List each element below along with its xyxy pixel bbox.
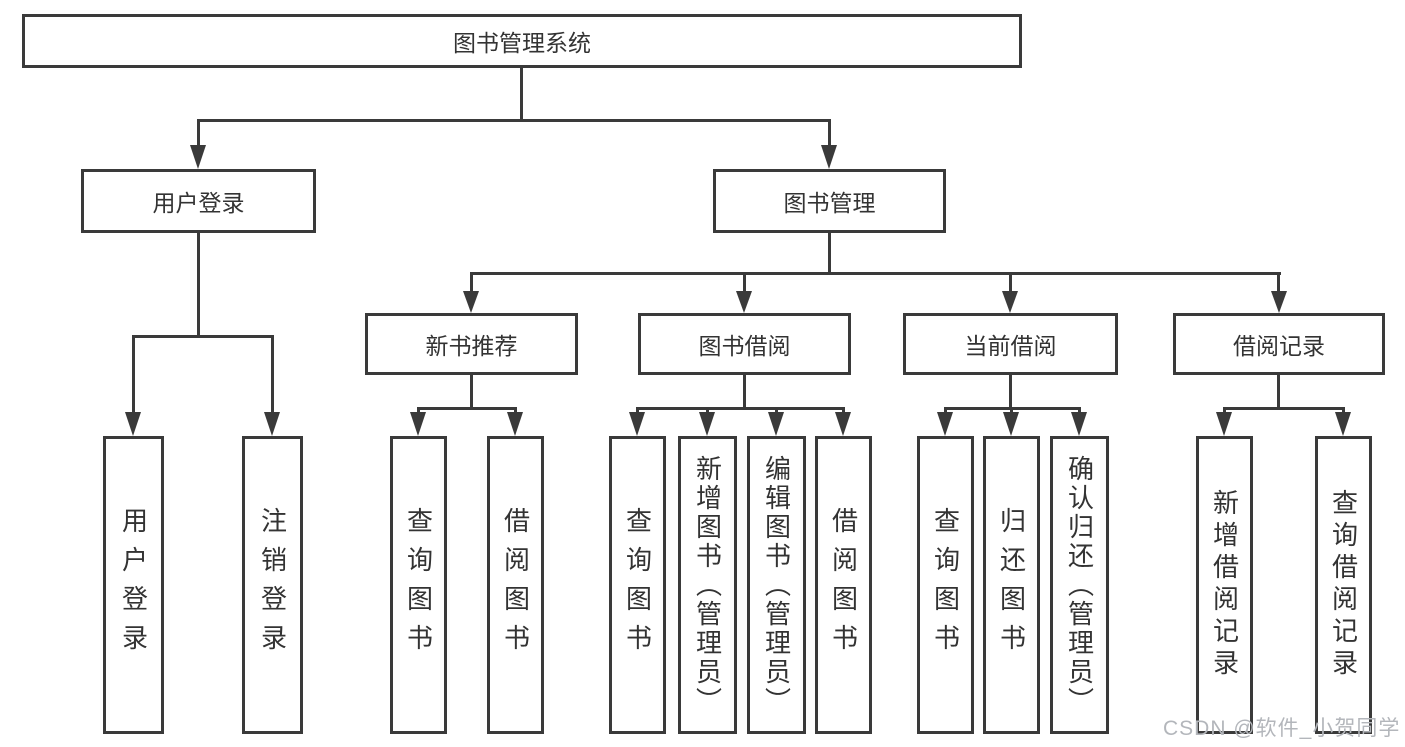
edge-drop <box>636 407 639 414</box>
arrowhead <box>1071 412 1087 436</box>
node-current-borrow: 当前借阅 <box>903 313 1118 375</box>
edge-new-book-stem <box>470 375 473 408</box>
edge-book-mgmt-stem <box>828 233 831 272</box>
edge-records-stem <box>1277 375 1280 408</box>
node-label: 新增图书（管理员） <box>692 454 723 716</box>
arrowhead <box>125 412 141 436</box>
node-label: 新书推荐 <box>425 333 518 359</box>
node-label: 注销登录 <box>257 507 288 663</box>
edge-drop <box>944 407 947 414</box>
node-label: 用户登录 <box>118 507 149 663</box>
edge-root-drop-right <box>828 119 831 146</box>
node-root-label: 图书管理系统 <box>453 30 591 56</box>
edge-root-rail <box>197 119 831 122</box>
node-label: 新增借阅记录 <box>1209 489 1240 681</box>
node-leaf-return-book: 归还图书 <box>983 436 1040 734</box>
node-label: 查询借阅记录 <box>1328 489 1359 681</box>
node-label: 图书借阅 <box>698 333 791 359</box>
edge-drop <box>1010 407 1013 414</box>
node-label: 确认归还（管理员） <box>1064 454 1095 716</box>
edge-drop <box>1342 407 1345 414</box>
edge-drop <box>775 407 778 414</box>
arrowhead <box>1002 291 1018 313</box>
edge-drop <box>132 335 135 412</box>
arrowhead <box>264 412 280 436</box>
node-leaf-query-books-borrow: 查询图书 <box>609 436 666 734</box>
edge-book-borrow-stem <box>743 375 746 408</box>
edge-drop <box>842 407 845 414</box>
node-label: 当前借阅 <box>964 333 1057 359</box>
node-leaf-confirm-return-admin: 确认归还（管理员） <box>1050 436 1109 734</box>
node-leaf-query-borrow-record: 查询借阅记录 <box>1315 436 1372 734</box>
arrowhead <box>699 412 715 436</box>
arrowhead <box>835 412 851 436</box>
edge-drop <box>1009 272 1012 293</box>
node-leaf-user-login: 用户登录 <box>103 436 164 734</box>
edge-new-book-rail <box>417 407 517 410</box>
arrowhead <box>1003 412 1019 436</box>
node-leaf-borrow-books-2: 借阅图书 <box>815 436 872 734</box>
arrowhead <box>629 412 645 436</box>
edge-drop <box>417 407 420 414</box>
edge-drop <box>470 272 473 293</box>
node-new-book-rec: 新书推荐 <box>365 313 578 375</box>
node-label: 借阅图书 <box>828 507 859 663</box>
node-label: 查询图书 <box>622 507 653 663</box>
arrowhead <box>821 145 837 169</box>
arrowhead <box>736 291 752 313</box>
node-borrow-records: 借阅记录 <box>1173 313 1385 375</box>
arrowhead <box>1216 412 1232 436</box>
arrowhead <box>1271 291 1287 313</box>
arrowhead <box>463 291 479 313</box>
node-leaf-borrow-books-rec: 借阅图书 <box>487 436 544 734</box>
node-label: 编辑图书（管理员） <box>761 454 792 716</box>
edge-book-borrow-rail <box>636 407 845 410</box>
node-leaf-query-books-rec: 查询图书 <box>390 436 447 734</box>
node-label: 用户登录 <box>152 190 245 216</box>
arrowhead <box>190 145 206 169</box>
node-label: 借阅图书 <box>500 507 531 663</box>
edge-user-login-rail <box>132 335 274 338</box>
arrowhead <box>768 412 784 436</box>
node-label: 查询图书 <box>403 507 434 663</box>
edge-user-login-stem <box>197 233 200 336</box>
edge-root-stem <box>520 68 523 119</box>
arrowhead <box>507 412 523 436</box>
node-leaf-add-borrow-record: 新增借阅记录 <box>1196 436 1253 734</box>
edge-drop <box>1223 407 1226 414</box>
arrowhead <box>1335 412 1351 436</box>
arrowhead <box>937 412 953 436</box>
edge-records-rail <box>1223 407 1345 410</box>
edge-current-borrow-stem <box>1009 375 1012 408</box>
node-book-mgmt: 图书管理 <box>713 169 946 233</box>
node-label: 归还图书 <box>996 507 1027 663</box>
edge-book-mgmt-rail <box>470 272 1281 275</box>
node-leaf-logout: 注销登录 <box>242 436 303 734</box>
node-label: 图书管理 <box>783 190 876 216</box>
edge-root-drop-left <box>197 119 200 146</box>
csdn-watermark: CSDN @软件_小贺同学 <box>1163 717 1401 740</box>
edge-drop <box>271 335 274 412</box>
node-leaf-query-books-current: 查询图书 <box>917 436 974 734</box>
node-root: 图书管理系统 <box>22 14 1022 68</box>
node-leaf-add-book-admin: 新增图书（管理员） <box>678 436 737 734</box>
edge-drop <box>743 272 746 293</box>
edge-drop <box>1078 407 1081 414</box>
edge-drop <box>1277 272 1280 293</box>
edge-drop <box>514 407 517 414</box>
arrowhead <box>410 412 426 436</box>
node-book-borrow: 图书借阅 <box>638 313 851 375</box>
edge-drop <box>706 407 709 414</box>
node-label: 借阅记录 <box>1233 333 1325 359</box>
node-label: 查询图书 <box>930 507 961 663</box>
node-user-login: 用户登录 <box>81 169 316 233</box>
node-leaf-edit-book-admin: 编辑图书（管理员） <box>747 436 806 734</box>
